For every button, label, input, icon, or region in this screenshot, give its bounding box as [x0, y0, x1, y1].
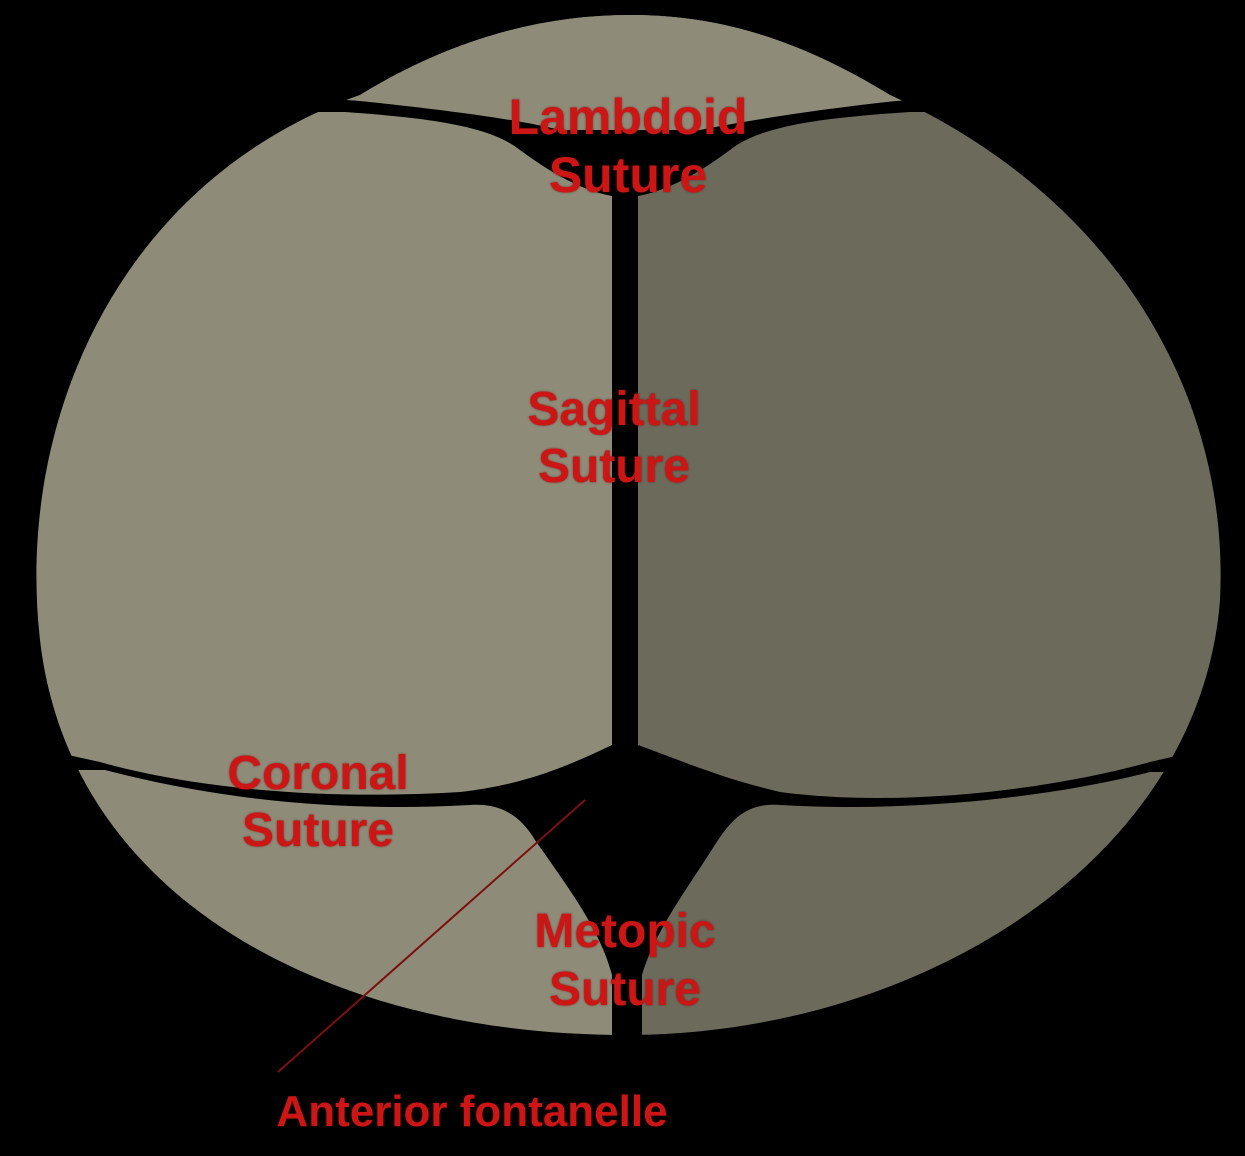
right-frontal-bone — [642, 772, 1221, 1035]
coronal-suture-label-line2: Suture — [241, 804, 394, 857]
lambdoid-suture-label-line2: Suture — [548, 147, 708, 203]
left-parietal-bone — [36, 112, 612, 795]
sagittal-suture-label: Sagittal Suture — [527, 386, 700, 491]
lambdoid-suture-label: Lambdoid Suture — [509, 92, 748, 200]
lambdoid-suture-label-line1: Lambdoid — [508, 89, 748, 145]
metopic-suture-label-line1: Metopic — [534, 905, 716, 958]
left-frontal-bone — [36, 770, 612, 1035]
metopic-suture-label-line2: Suture — [548, 963, 701, 1016]
metopic-suture-label: Metopic Suture — [534, 908, 715, 1014]
coronal-suture-label-line1: Coronal — [227, 747, 409, 800]
sagittal-suture-label-line2: Suture — [537, 440, 690, 493]
sagittal-suture-label-line1: Sagittal — [527, 383, 701, 436]
right-parietal-bone — [638, 112, 1221, 798]
coronal-suture-label: Coronal Suture — [227, 750, 408, 855]
anterior-fontanelle-label: Anterior fontanelle — [276, 1087, 668, 1136]
fontanelle-pointer-line — [277, 799, 586, 1073]
